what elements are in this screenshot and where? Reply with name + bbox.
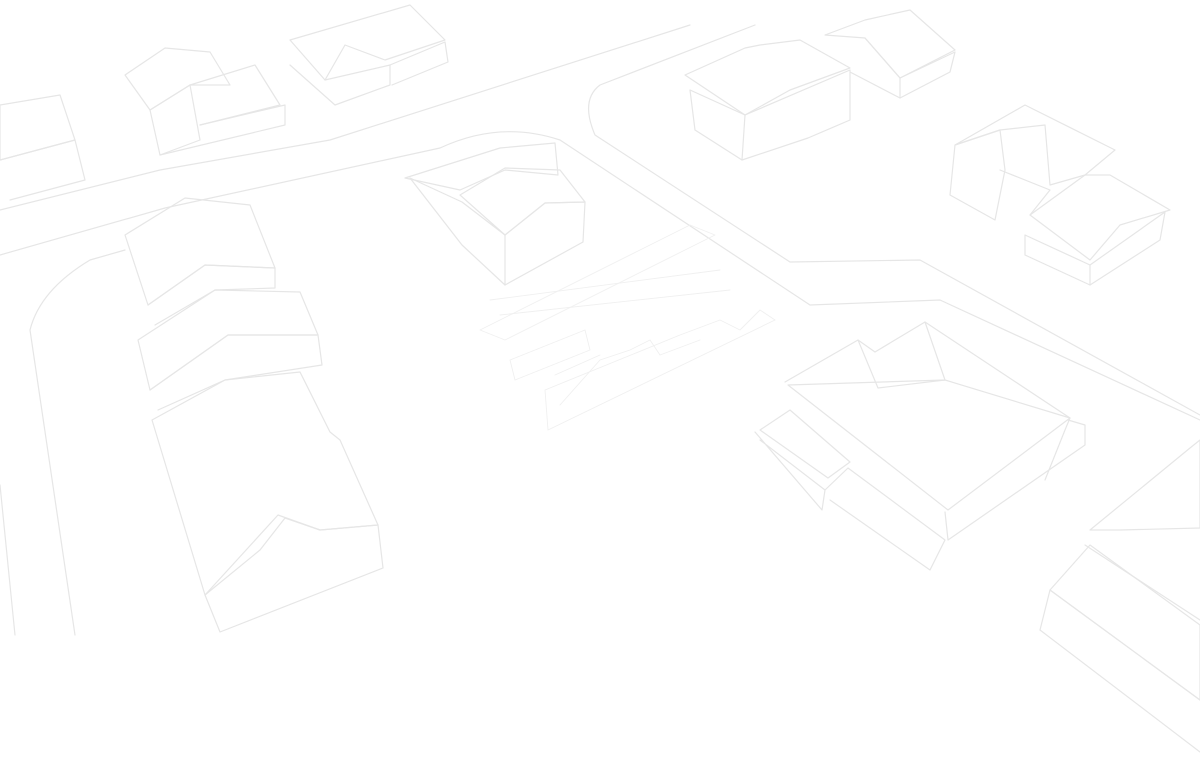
house-wall: [689, 89, 746, 161]
house-group-right: [949, 104, 1171, 286]
house-wall: [741, 69, 851, 161]
house-wall: [147, 264, 276, 326]
house-group-lower-right: [754, 321, 1086, 571]
house-roof: [151, 371, 379, 596]
street-network: [0, 24, 1200, 636]
house-wall: [1039, 589, 1200, 753]
house-wall: [0, 139, 86, 201]
house-roof: [1029, 174, 1171, 261]
house-wall: [159, 104, 286, 156]
park-structure: [544, 309, 776, 431]
house-group-left-column: [124, 197, 384, 633]
house-wall: [189, 64, 281, 126]
house-wall: [944, 419, 1086, 541]
house-wall: [504, 201, 586, 286]
house-roof: [759, 409, 851, 479]
house-wall: [1089, 211, 1166, 286]
house-roof: [137, 289, 319, 391]
park-structure: [509, 329, 591, 381]
house-wall: [849, 37, 901, 99]
street-edge-lower-left: [0, 131, 1200, 421]
house-roof: [784, 321, 946, 389]
park-structure: [559, 339, 701, 406]
street-edge-upper-right: [588, 24, 1200, 416]
house-wall: [149, 334, 323, 411]
park-structure: [479, 224, 716, 341]
house-roof: [954, 104, 1116, 186]
house-wall: [899, 51, 956, 99]
house-roof: [1089, 439, 1200, 531]
house-roof: [124, 47, 231, 111]
house-roof: [1049, 544, 1200, 701]
street-edge-top-left: [0, 24, 691, 211]
house-wall: [389, 41, 449, 86]
house-roof: [924, 321, 1071, 481]
house-wall: [1024, 234, 1091, 286]
park-path: [489, 269, 731, 376]
house-wall: [409, 177, 506, 286]
house-roof: [289, 4, 446, 81]
house-group-center: [404, 142, 776, 431]
house-roof: [824, 9, 956, 79]
house-roof: [404, 142, 559, 191]
street-curb-left: [29, 249, 126, 636]
house-roof: [684, 39, 851, 116]
house-wall: [289, 64, 391, 106]
house-group-bottom-right: [1039, 439, 1200, 753]
house-wall: [949, 129, 1006, 221]
house-group-top-left: [0, 4, 449, 201]
house-group-top-right: [684, 9, 956, 161]
house-roof: [149, 84, 201, 156]
house-wall: [999, 169, 1051, 216]
house-wall: [754, 431, 826, 511]
house-wall: [204, 517, 384, 633]
house-wall: [824, 467, 946, 571]
street-curb-far-left: [0, 484, 16, 636]
house-roof: [459, 167, 586, 236]
